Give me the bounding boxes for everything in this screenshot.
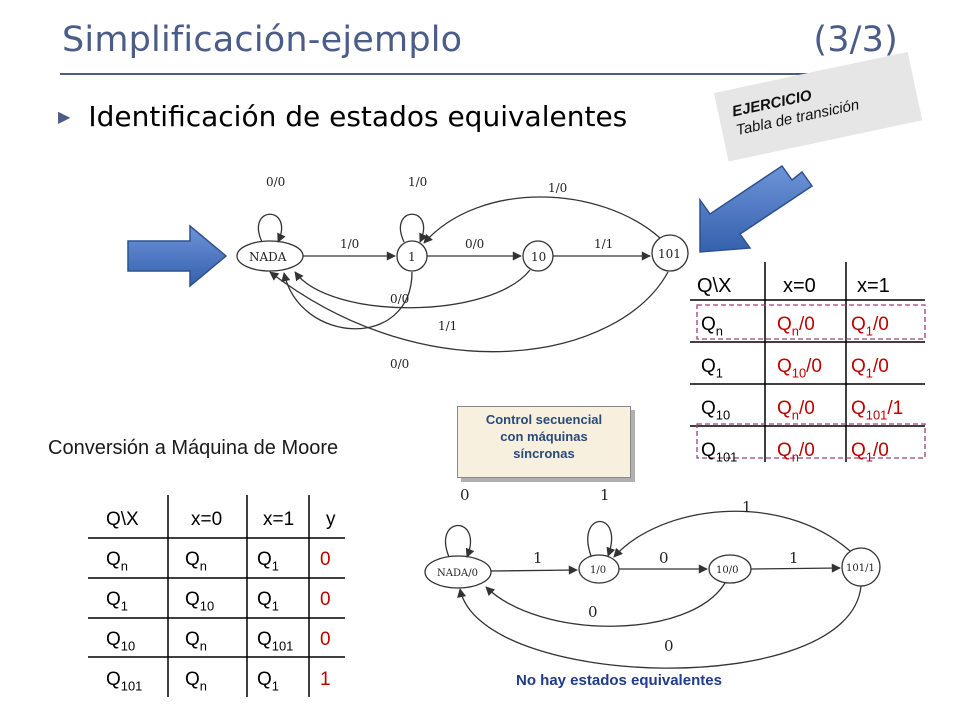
moore-label-1-10: 0 [659,549,669,567]
bullet-text: Identificación de estados equivalentes [88,100,628,133]
moore-label-nada-1: 1 [533,549,543,567]
mealy-cell-0-0: Qn [701,314,723,339]
moore-edge-10-nada [485,582,726,627]
mealy-edge-101-1 [423,196,661,244]
slide-title: Simplificación-ejemplo (3/3) [62,20,898,60]
mealy-state-1-label: 1 [408,250,416,264]
moore-label-101-1: 1 [742,498,752,516]
moore-header-1: x=0 [191,509,222,530]
mealy-cell-1-1: Q10/0 [777,356,822,381]
moore-cell-2-3: 0 [320,629,331,650]
moore-label-101-nada: 0 [664,637,674,655]
moore-state-101-label: 101/1 [846,563,875,574]
moore-cell-3-3: 1 [320,669,331,690]
mealy-cell-0-2: Q1/0 [851,314,889,339]
mealy-header-0: Q\X [697,275,731,297]
mealy-label-10-nada: 0/0 [390,292,409,306]
mealy-edge-1-nada [281,271,413,330]
moore-state-10-label: 10/0 [716,565,738,576]
mealy-highlight-row-qn [696,304,926,340]
moore-cell-1-1: Q10 [185,589,214,614]
moore-cell-0-3: 0 [320,549,331,570]
moore-label-loop-nada: 0 [460,486,470,504]
mealy-loop-1 [399,213,428,243]
slide-part-number: (3/3) [813,20,898,60]
mealy-label-loop-nada: 0/0 [266,175,285,189]
mealy-loop-nada [257,213,286,243]
mealy-edge-10-nada [294,269,531,309]
control-line-3: síncronas [513,446,575,461]
moore-cell-0-1: Qn [185,549,207,574]
mealy-label-1-nada: 1/1 [438,319,457,333]
mealy-cell-1-2: Q1/0 [851,356,889,381]
control-secuencial-box: Control secuencial con máquinas síncrona… [457,406,631,478]
moore-cell-0-2: Q1 [257,549,279,574]
mealy-state-101 [651,234,689,272]
right-arrow-icon [127,224,228,288]
moore-state-nada [424,555,492,589]
moore-cell-3-2: Q1 [257,669,279,694]
moore-header-2: x=1 [263,509,294,530]
moore-cell-3-1: Qn [185,669,207,694]
mealy-cell-0-1: Qn/0 [777,314,815,339]
control-line-2: con máquinas [500,429,588,444]
moore-cell-0-0: Qn [106,549,128,574]
mealy-label-101-nada: 0/0 [390,357,409,371]
moore-state-1-label: 1/0 [590,565,606,576]
moore-edge-nada-1 [490,565,578,575]
moore-label-10-101: 1 [789,549,799,567]
mealy-label-loop-1: 1/0 [408,175,427,189]
mealy-state-nada-label: NADA [249,250,287,264]
moore-heading: Conversión a Máquina de Moore [48,437,339,459]
no-equivalent-states-note: No hay estados equivalentes [516,672,722,689]
slide-title-text: Simplificación-ejemplo [62,20,463,60]
moore-loop-nada [444,524,475,558]
moore-cell-3-0: Q101 [106,669,142,694]
moore-cell-2-0: Q10 [106,629,135,654]
triangle-bullet-icon: ▶ [58,108,71,126]
mealy-state-diagram [236,196,689,353]
control-line-1: Control secuencial [485,412,603,427]
mealy-label-nada-1: 1/0 [340,237,359,251]
mealy-state-101-label: 101 [658,247,681,261]
mealy-edge-101-nada [269,271,669,353]
diagonal-arrow-icon [699,164,814,253]
mealy-header-1: x=0 [783,275,816,297]
mealy-label-101-1: 1/0 [548,181,567,195]
mealy-cell-3-0: Q101 [701,440,737,465]
mealy-cell-2-0: Q10 [701,398,730,423]
moore-state-diagram [424,510,881,669]
mealy-state-10-label: 10 [531,250,546,264]
moore-edge-10-101 [750,563,841,573]
moore-cell-1-2: Q1 [257,589,279,614]
moore-loop-1 [587,521,616,557]
moore-cell-1-3: 0 [320,589,331,610]
mealy-cell-2-1: Qn/0 [777,398,815,423]
mealy-header-2: x=1 [857,275,890,297]
moore-label-loop-1: 1 [600,486,610,504]
moore-cell-2-1: Qn [185,629,207,654]
moore-state-nada-label: NADA/0 [437,568,478,579]
title-underline [60,73,900,75]
moore-header-3: y [326,509,336,530]
mealy-label-10-101: 1/1 [594,237,613,251]
mealy-cell-1-0: Q1 [701,356,723,381]
moore-cell-2-2: Q101 [257,629,293,654]
mealy-highlight-row-q101 [696,423,926,459]
moore-cell-1-0: Q1 [106,589,128,614]
moore-edge-101-1 [613,510,851,558]
mealy-cell-2-2: Q101/1 [851,398,903,423]
moore-header-0: Q\X [106,509,139,530]
mealy-cell-3-2: Q1/0 [851,440,889,465]
bullet-item: ▶ Identificación de estados equivalentes [58,100,627,133]
mealy-cell-3-1: Qn/0 [777,440,815,465]
moore-edge-101-nada [457,585,862,669]
moore-label-10-nada: 0 [588,603,598,621]
mealy-label-1-10: 0/0 [465,237,484,251]
